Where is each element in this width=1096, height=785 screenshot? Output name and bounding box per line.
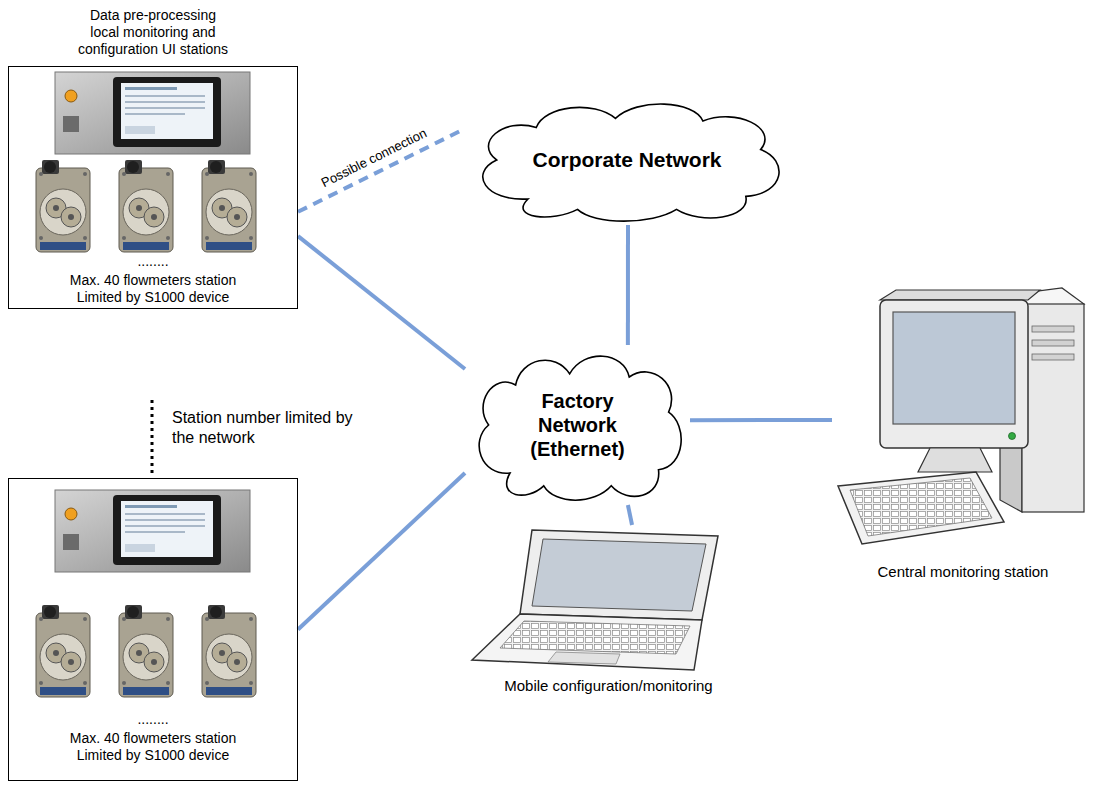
network-link (298, 473, 465, 630)
laptop-computer-part (532, 539, 706, 611)
network-cloud: Factory Network (Ethernet) (465, 345, 690, 505)
laptop-label: Mobile configuration/monitoring (476, 677, 741, 695)
desktop-computer-part (1032, 326, 1074, 332)
laptop-computer-part (500, 621, 690, 654)
cloud-shape (479, 356, 681, 500)
cloud-title: Factory Network (Ethernet) (519, 389, 637, 461)
laptop-computer-part (520, 530, 718, 620)
laptop-computer (472, 530, 718, 670)
laptop-node: Mobile configuration/monitoring (470, 525, 747, 700)
note-label: Station number limited by the network (172, 408, 367, 448)
link-label: Possible connection (319, 126, 429, 192)
network-link (628, 505, 632, 525)
cloud-shape (483, 104, 779, 221)
station-box: Data pre-processing local monitoring and… (8, 66, 298, 309)
station-note: Max. 40 flowmeters station Limited by S1… (53, 730, 253, 764)
station-heading: Data pre-processing local monitoring and… (76, 7, 231, 57)
ellipsis-mark: ........ (93, 253, 213, 270)
computer-node: Central monitoring station (832, 285, 1094, 585)
desktop-computer-part (1032, 354, 1074, 360)
station-illustration-part (119, 605, 173, 697)
desktop-computer-part (880, 290, 1040, 300)
desktop-computer-part (893, 312, 1015, 424)
station-illustration-part (55, 490, 250, 572)
desktop-computer-part (918, 448, 992, 472)
network-link (298, 236, 465, 369)
network-link (626, 225, 630, 345)
desktop-computer (838, 288, 1084, 544)
dotted-continuation (151, 400, 154, 474)
station-illustration-part (119, 160, 173, 252)
station-illustration-part (36, 160, 90, 252)
cloud-title: Corporate Network (497, 147, 757, 172)
station-box: ........ Max. 40 flowmeters station Limit… (8, 478, 298, 781)
ellipsis-mark: ........ (93, 711, 213, 728)
computer-label: Central monitoring station (838, 563, 1088, 581)
station-illustration-part (55, 72, 250, 154)
station-illustration (36, 490, 256, 697)
desktop-computer-part (880, 300, 1028, 448)
dashed-link (298, 130, 462, 212)
station-illustration-part (202, 160, 256, 252)
network-link (690, 418, 832, 422)
desktop-computer-part (850, 478, 992, 536)
laptop-computer-part (472, 614, 702, 670)
station-illustration-part (36, 605, 90, 697)
desktop-computer-part (1022, 304, 1084, 512)
desktop-computer-part (1032, 340, 1074, 346)
network-cloud: Corporate Network (462, 95, 792, 225)
laptop-computer-part (548, 652, 620, 664)
station-note: Max. 40 flowmeters station Limited by S1… (53, 272, 253, 306)
desktop-computer-part (838, 472, 1004, 544)
station-illustration (36, 72, 256, 252)
desktop-computer-part (1009, 433, 1016, 440)
station-illustration-part (202, 605, 256, 697)
